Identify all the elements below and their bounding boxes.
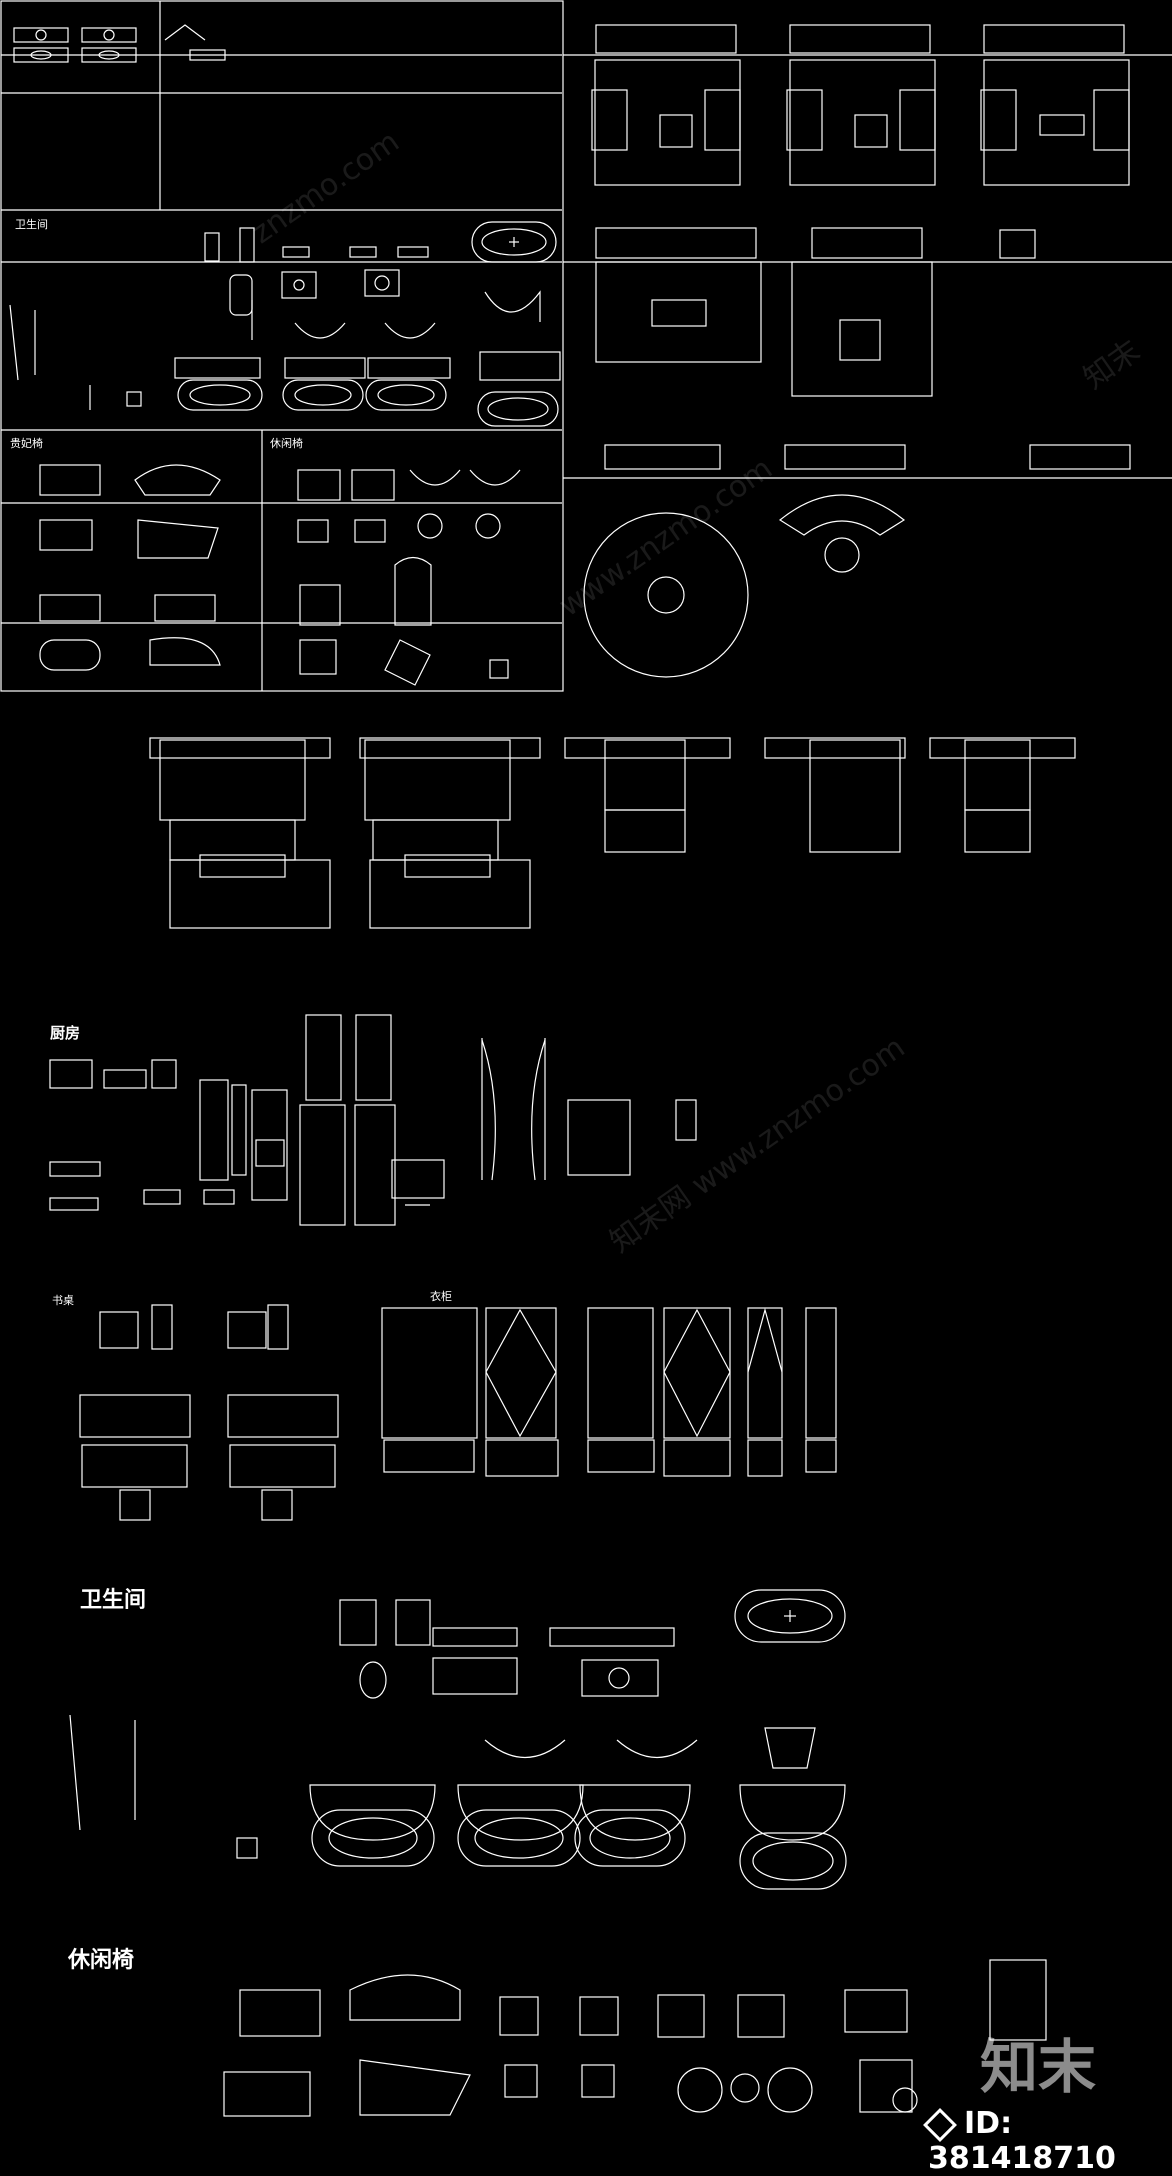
id-label: ID: 381418710 [923,2106,1172,2176]
living-room-top-right [563,24,1172,678]
diamond-icon [923,2107,957,2142]
section-label-leisure-large: 休闲椅 [68,1948,135,1973]
leisure-large-group [223,1959,1047,2117]
section-label-bath-large: 卫生间 [80,1588,147,1613]
section-label-lounge-small: 贵妃椅 [10,437,43,450]
desk-wardrobe-group [79,1304,837,1521]
brand-logo: 知末 [980,2033,1097,2101]
section-label-leisure-small: 休闲椅 [270,437,303,450]
top-left-panel [0,0,564,692]
section-label-bath-small: 卫生间 [15,218,48,231]
bath-large-group [69,1589,847,1890]
section-label-desk: 书桌 [52,1294,74,1307]
section-label-kitchen: 厨房 [50,1024,81,1042]
beds-row [149,737,1076,929]
kitchen-group [49,1014,697,1226]
lounge-small-group [39,464,521,686]
section-label-wardrobe: 衣柜 [430,1290,452,1303]
id-label-text: ID: 381418710 [928,2106,1116,2176]
bath-small-group [9,221,561,427]
